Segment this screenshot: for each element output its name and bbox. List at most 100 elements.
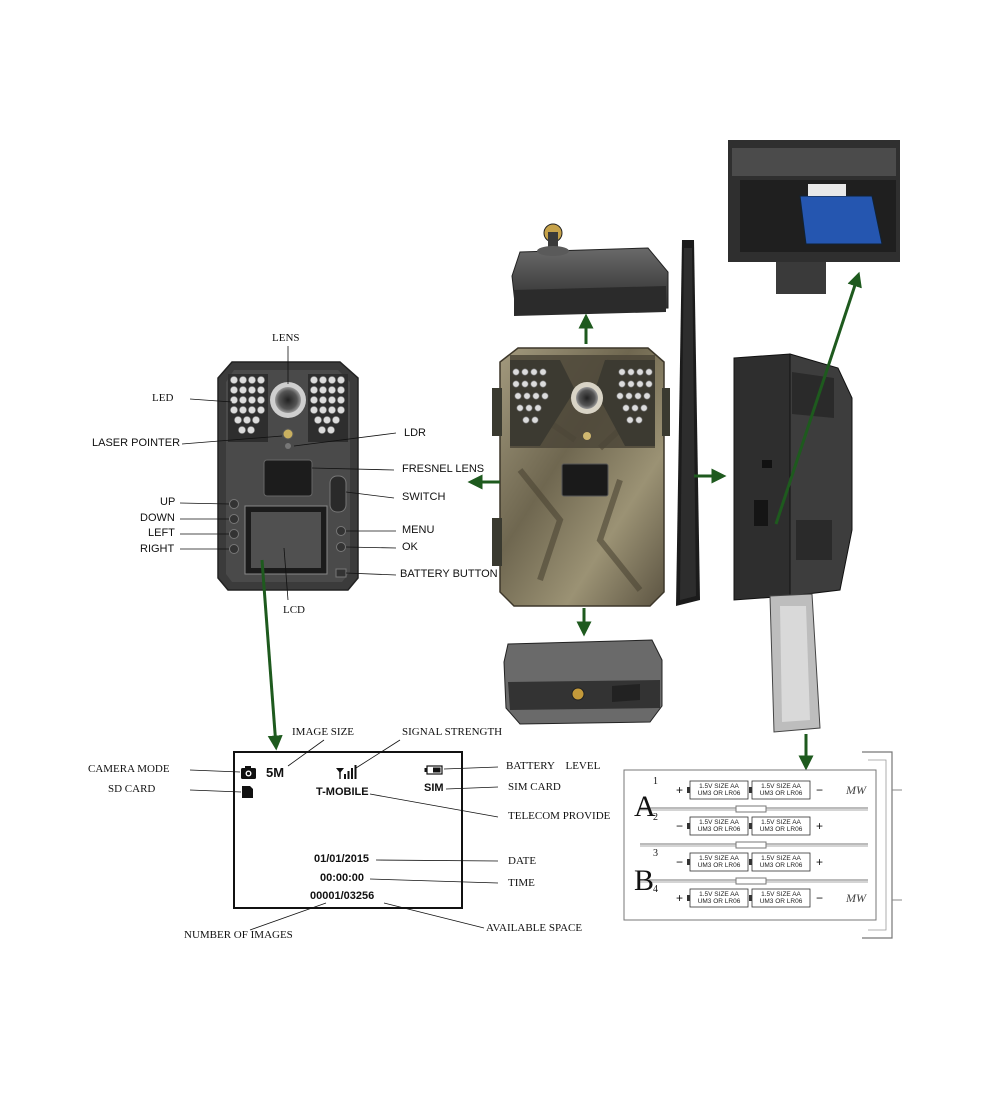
led-dot [257, 376, 265, 384]
led-dot [512, 380, 520, 388]
label-ok: OK [402, 541, 418, 553]
led-dot [328, 406, 336, 414]
led-dot [514, 392, 522, 400]
lcd-screen-frame [233, 751, 463, 909]
label-time: TIME [508, 877, 535, 889]
led-dot [539, 368, 547, 376]
lens-icon [270, 382, 306, 418]
led-dot [636, 380, 644, 388]
lcd-time-value: 00:00:00 [320, 872, 365, 884]
led-dot [541, 392, 549, 400]
lcd-date-value: 01/01/2015 [314, 853, 370, 865]
battery-row-right-polarity: + [816, 855, 824, 869]
led-dot [257, 396, 265, 404]
led-dot [230, 386, 238, 394]
led-dot [627, 368, 635, 376]
battery-cell-line1: 1.5V SIZE AA [761, 819, 801, 826]
led-dot [622, 404, 630, 412]
led-dot [243, 416, 251, 424]
led-dot [521, 380, 529, 388]
led-dot [239, 376, 247, 384]
label-left: LEFT [148, 527, 175, 539]
group-label-b: B [634, 864, 655, 897]
label-signal-strength: SIGNAL STRENGTH [402, 726, 503, 738]
label-sd-card: SD CARD [108, 783, 156, 795]
led-dot [539, 380, 547, 388]
led-dot [523, 392, 531, 400]
battery-cell-terminal [749, 823, 752, 829]
battery-row-right-polarity: − [816, 783, 824, 797]
label-number-of-images: NUMBER OF IMAGES [184, 929, 293, 941]
label-telecom-provide: TELECOM PROVIDE [508, 810, 611, 822]
battery-tray [623, 751, 902, 939]
label-led: LED [152, 392, 174, 404]
led-dot [626, 416, 634, 424]
led-dot [239, 396, 247, 404]
led-dot [643, 392, 651, 400]
led-dot [310, 376, 318, 384]
led-dot [534, 404, 542, 412]
battery-cell-line1: 1.5V SIZE AA [699, 783, 739, 790]
led-dot [310, 396, 318, 404]
battery-cell-line2: UM3 OR LR06 [697, 790, 741, 797]
battery-cell-line2: UM3 OR LR06 [759, 898, 803, 905]
battery-cell-line1: 1.5V SIZE AA [699, 855, 739, 862]
battery-cells [687, 780, 811, 908]
battery-cell-line1: 1.5V SIZE AA [699, 819, 739, 826]
led-dot [230, 396, 238, 404]
led-dot [310, 386, 318, 394]
battery-cell-terminal [749, 895, 752, 901]
sd-slot-closeup [728, 140, 900, 294]
led-dot [314, 416, 322, 424]
led-dot [248, 386, 256, 394]
battery-row-left-polarity: − [676, 819, 684, 833]
led-dot [257, 406, 265, 414]
led-dot [645, 368, 653, 376]
led-dot [512, 368, 520, 376]
label-ldr: LDR [404, 427, 427, 439]
led-dot [247, 426, 255, 434]
battery-row-index: 3 [653, 848, 658, 859]
lcd-leader-lines [189, 739, 499, 931]
label-up: UP [160, 496, 176, 508]
battery-cell-line2: UM3 OR LR06 [697, 862, 741, 869]
led-dot [319, 406, 327, 414]
lcd-image-size-value: 5M [266, 765, 285, 780]
led-dot [640, 404, 648, 412]
led-dot [531, 416, 539, 424]
spring-contact-mark: MW [846, 891, 866, 905]
battery-row-index: 2 [653, 812, 658, 823]
led-dot [310, 406, 318, 414]
label-battery-level: BATTERY LEVEL [506, 760, 601, 772]
led-dot [328, 376, 336, 384]
label-switch: SWITCH [402, 491, 446, 503]
battery-row-left-polarity: + [676, 891, 684, 905]
led-dot [645, 380, 653, 388]
ldr-icon [285, 443, 291, 449]
led-dot [337, 386, 345, 394]
label-laser-pointer: LASER POINTER [92, 437, 181, 449]
battery-row-index: 1 [653, 776, 658, 787]
battery-cell-terminal [749, 859, 752, 865]
top-cover [511, 223, 669, 316]
led-dot [616, 392, 624, 400]
front-camera [217, 361, 359, 591]
led-dot [238, 426, 246, 434]
battery-cell-terminal [687, 859, 690, 865]
led-dot [522, 416, 530, 424]
group-label-a: A [634, 790, 656, 823]
led-dot [257, 386, 265, 394]
battery-level-icon [424, 765, 443, 775]
camo-camera [492, 347, 670, 607]
label-lcd: LCD [283, 604, 305, 616]
led-dot [328, 396, 336, 404]
led-dot [248, 396, 256, 404]
label-down: DOWN [140, 512, 175, 524]
led-dot [248, 376, 256, 384]
laser-pointer-icon [282, 428, 294, 440]
